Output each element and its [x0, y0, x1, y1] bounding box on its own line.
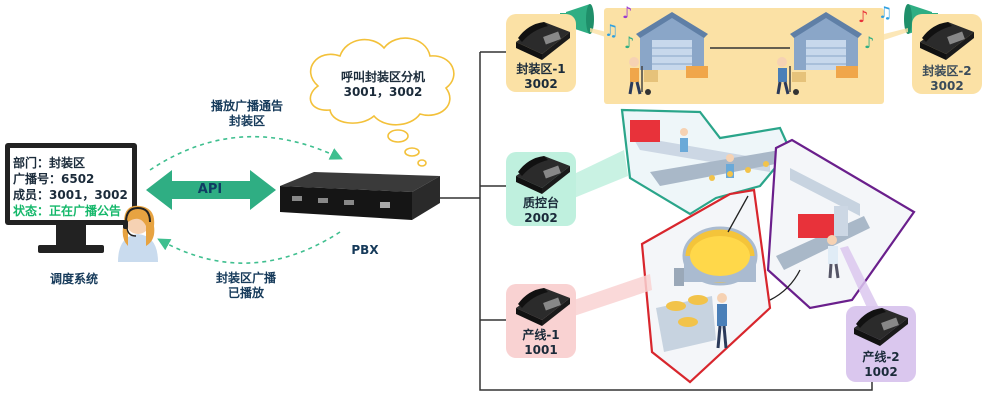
rack-server-icon — [280, 172, 440, 220]
line1-name: 产线-1 — [522, 328, 560, 342]
qc-label: 质控台 2002 — [506, 196, 576, 226]
dispatch-screen: 部门：封装区 广播号：6502 成员：3001，3002 状态：正在广播公告 — [13, 155, 128, 219]
feedback-arrow — [157, 231, 341, 264]
api-top-line1: 播放广播通告 — [210, 99, 283, 113]
svg-text:♫: ♫ — [878, 3, 892, 22]
svg-text:♪: ♪ — [858, 7, 868, 26]
qc-name: 质控台 — [522, 196, 559, 210]
pack1-name: 封装区-1 — [516, 62, 566, 76]
line2-beam — [840, 246, 880, 310]
svg-text:♪: ♪ — [624, 33, 634, 52]
command-arrow — [149, 135, 343, 171]
api-bottom-line1: 封装区广播 — [215, 271, 276, 285]
svg-text:♫: ♫ — [604, 21, 618, 40]
api-bottom-line2: 已播放 — [227, 286, 264, 300]
warehouse-icon — [790, 12, 862, 78]
screen-members: 成员：3001，3002 — [13, 188, 128, 202]
headset-operator-icon — [118, 205, 158, 262]
line1-num: 1001 — [524, 343, 558, 357]
music-note-icon: ♪ ♫ ♪ ♪ ♫ ♪ — [604, 3, 892, 52]
desk-phone-icon — [854, 308, 908, 346]
desk-phone-icon — [516, 22, 570, 60]
cart-worker-icon — [628, 57, 658, 95]
svg-text:♪: ♪ — [864, 33, 874, 52]
desk-phone-icon — [516, 288, 570, 326]
cloud-line2: 3001，3002 — [343, 85, 423, 99]
line1-label: 产线-1 1001 — [506, 328, 576, 358]
speech-cloud — [309, 37, 455, 167]
qc-conveyor — [630, 120, 786, 186]
cloud-text: 呼叫封装区分机 3001，3002 — [324, 70, 442, 100]
line2-label: 产线-2 1002 — [846, 350, 916, 380]
screen-dept: 部门：封装区 — [13, 156, 86, 170]
line1-beam — [574, 274, 652, 316]
api-label: API — [197, 182, 223, 197]
api-top-line2: 封装区 — [228, 114, 265, 128]
pack1-num: 3002 — [524, 77, 558, 91]
api-top-text: 播放广播通告 封装区 — [192, 99, 302, 129]
cart-worker-icon — [776, 57, 806, 95]
pack2-name: 封装区-2 — [922, 64, 972, 78]
network-lines — [440, 51, 873, 391]
pbx-label: PBX — [351, 243, 379, 257]
qc-beam — [574, 150, 628, 198]
pack2-num: 3002 — [930, 79, 964, 93]
svg-text:♪: ♪ — [622, 3, 632, 22]
api-arrow — [146, 170, 276, 210]
desk-phone-icon — [516, 156, 570, 194]
monitor-icon — [5, 143, 137, 253]
qc-num: 2002 — [524, 211, 558, 225]
api-bottom-text: 封装区广播 已播放 — [196, 271, 296, 301]
screen-status: 状态：正在广播公告 — [13, 204, 122, 218]
line2-equipment — [776, 168, 870, 279]
screen-broadcast-no: 广播号：6502 — [13, 172, 95, 186]
pack2-label: 封装区-2 3002 — [912, 64, 982, 94]
desk-phone-icon — [920, 22, 974, 60]
warehouse-icon — [636, 12, 708, 78]
dispatch-label: 调度系统 — [49, 272, 98, 286]
pack1-label: 封装区-1 3002 — [506, 62, 576, 92]
line1-equipment — [656, 226, 758, 352]
line1-zone-frame — [640, 188, 772, 384]
cloud-line1: 呼叫封装区分机 — [340, 70, 425, 84]
line2-name: 产线-2 — [862, 350, 900, 364]
line2-num: 1002 — [864, 365, 898, 379]
